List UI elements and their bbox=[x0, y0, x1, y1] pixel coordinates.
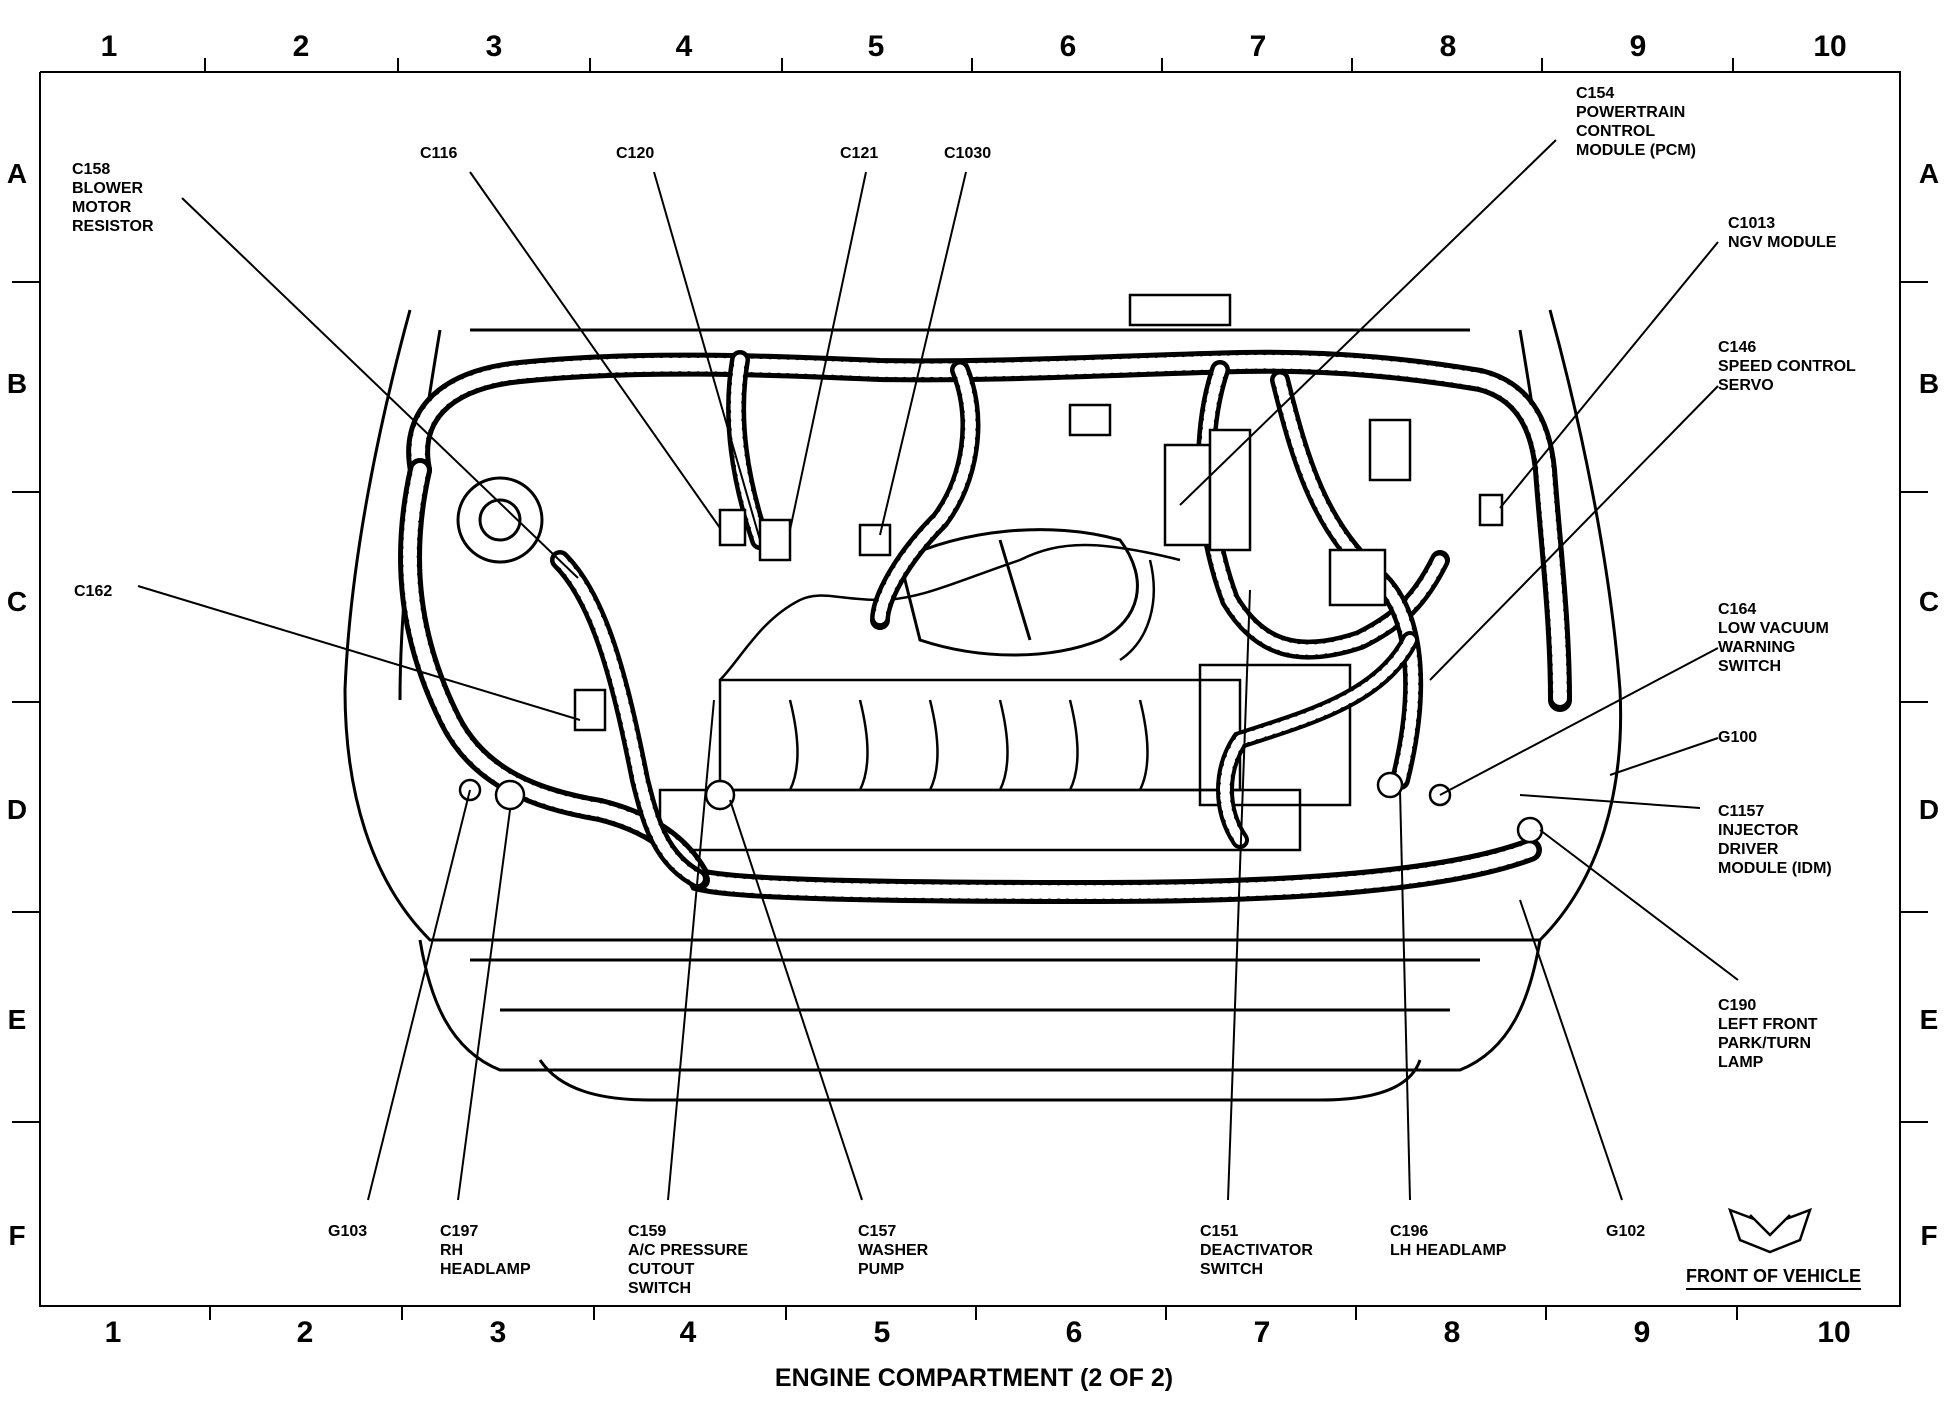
grid-row-right-c: C bbox=[1918, 586, 1940, 617]
grid-col-bottom-7: 7 bbox=[1253, 1316, 1271, 1349]
grid-col-top-5: 5 bbox=[867, 30, 885, 63]
grid-col-bottom-6: 6 bbox=[1065, 1316, 1083, 1349]
grid-row-right-d: D bbox=[1918, 794, 1940, 825]
grid-row-left-d: D bbox=[6, 794, 28, 825]
grid-col-top-1: 1 bbox=[100, 30, 118, 63]
grid-col-bottom-5: 5 bbox=[873, 1316, 891, 1349]
blower-motor bbox=[456, 476, 544, 564]
grid-col-top-4: 4 bbox=[675, 30, 693, 63]
grid-col-top-7: 7 bbox=[1249, 30, 1267, 63]
label-c116: C116 bbox=[420, 145, 458, 162]
grid-col-top-6: 6 bbox=[1059, 30, 1077, 63]
grid-col-top-10: 10 bbox=[1813, 30, 1847, 63]
components bbox=[458, 293, 1544, 844]
grid-row-right-e: E bbox=[1919, 1004, 1939, 1035]
label-g102: G102 bbox=[1606, 1223, 1646, 1240]
front-of-vehicle-label: FRONT OF VEHICLE bbox=[1686, 1266, 1861, 1290]
grid-col-bottom-9: 9 bbox=[1633, 1316, 1651, 1349]
grid-row-left-a: A bbox=[6, 158, 28, 189]
grid-col-bottom-8: 8 bbox=[1443, 1316, 1461, 1349]
vehicle-body bbox=[343, 309, 1623, 1102]
grid-row-right-a: A bbox=[1918, 158, 1940, 189]
grid-col-top-9: 9 bbox=[1629, 30, 1647, 63]
label-g103: G103 bbox=[328, 1223, 368, 1240]
label-c162: C162 bbox=[74, 583, 113, 600]
grid-col-top-3: 3 bbox=[485, 30, 503, 63]
grid-col-bottom-3: 3 bbox=[489, 1316, 507, 1349]
callout-lines bbox=[137, 139, 1739, 1201]
air-intake bbox=[898, 528, 1139, 657]
grid-row-right-f: F bbox=[1920, 1220, 1938, 1251]
grid-col-bottom-10: 10 bbox=[1817, 1316, 1851, 1349]
grid-row-left-c: C bbox=[6, 586, 28, 617]
grid-row-left-f: F bbox=[8, 1220, 26, 1251]
grid-col-top-2: 2 bbox=[292, 30, 310, 63]
diagram-caption: ENGINE COMPARTMENT (2 OF 2) bbox=[774, 1364, 1174, 1392]
label-c1030: C1030 bbox=[944, 145, 992, 162]
grid-col-bottom-4: 4 bbox=[679, 1316, 697, 1349]
label-c120: C120 bbox=[616, 145, 655, 162]
label-c121: C121 bbox=[840, 145, 879, 162]
grid-row-left-e: E bbox=[7, 1004, 27, 1035]
grid-ticks bbox=[12, 58, 1928, 1320]
grid-col-bottom-2: 2 bbox=[296, 1316, 314, 1349]
grid-col-bottom-1: 1 bbox=[104, 1316, 122, 1349]
grid-col-top-8: 8 bbox=[1439, 30, 1457, 63]
front-arrow-icon bbox=[1727, 1207, 1813, 1254]
grid-row-right-b: B bbox=[1918, 368, 1940, 399]
grid-frame bbox=[39, 71, 1901, 1307]
label-g100: G100 bbox=[1718, 729, 1758, 746]
grid-row-left-b: B bbox=[6, 368, 28, 399]
